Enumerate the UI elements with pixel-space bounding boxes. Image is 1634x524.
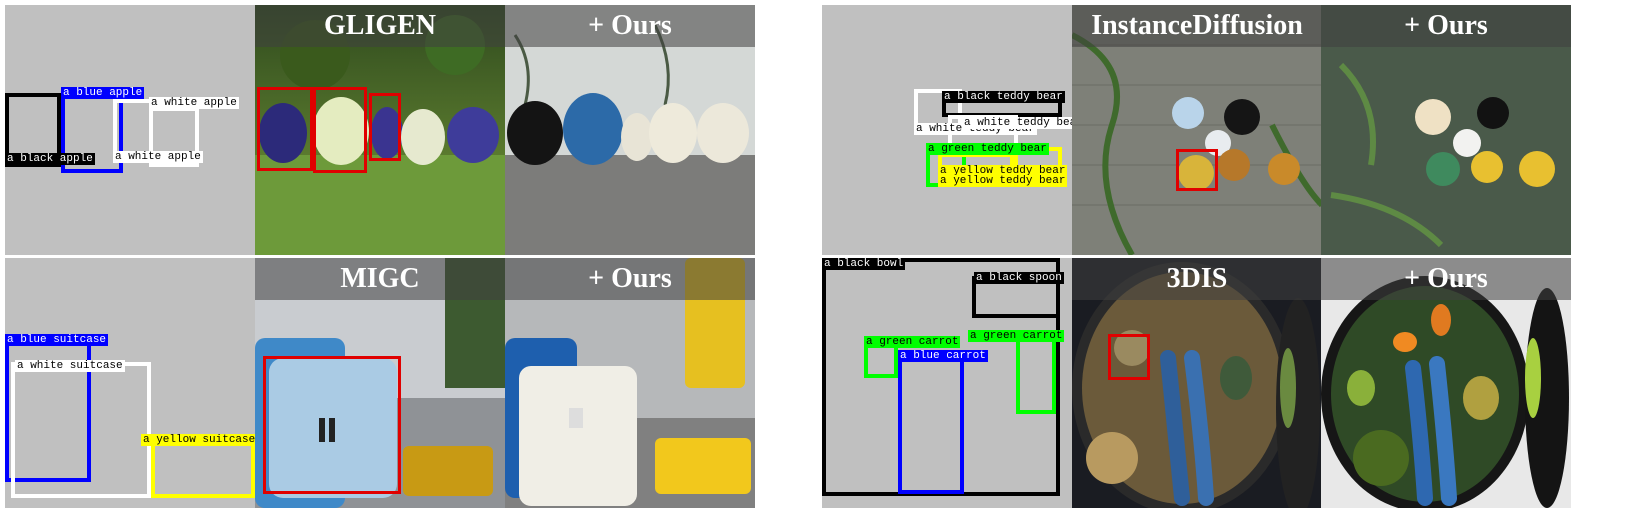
label-white-apple-1: a white apple [149,97,239,109]
error-highlight-box [263,356,401,494]
title-band [505,5,755,47]
method-title: MIGC [340,263,420,294]
method-title: GLIGEN [323,10,437,41]
label-blue-suitcase: a blue suitcase [5,334,109,346]
label-blue-carrot: a blue carrot [898,350,988,362]
label-black-teddy: a black teddy bear [942,91,1065,103]
error-highlight-box [257,87,313,171]
error-highlight-box [1108,334,1150,380]
label-white-apple-2: a white apple [113,151,203,163]
error-highlight-box [1176,149,1218,191]
label-yellow-suitcase: a yellow suitcase [141,434,255,446]
label-yellow-teddy-1: a yellow teddy bear [938,165,1068,177]
layout-teddy-bears: a black teddy bear a white teddy bear a … [822,5,1072,255]
method-title: + Ours [1404,263,1488,294]
method-title: + Ours [588,263,672,294]
method-title: InstanceDiffusion [1091,10,1303,41]
label-black-spoon: a black spoon [974,272,1064,284]
image-3dis-ours: + Ours [1321,258,1571,508]
bbox-black-bowl [822,258,1060,496]
bbox-white-apple-2 [149,107,199,167]
error-highlight-box [369,93,401,161]
label-white-teddy-2: a white teddy bear [962,117,1072,129]
label-green-carrot-1: a green carrot [864,336,961,348]
error-highlight-box [313,87,367,173]
title-band [1072,5,1322,47]
title-band [1072,258,1322,300]
layout-bowl: a black bowl a black spoon a green carro… [822,258,1072,508]
title-band [1321,5,1571,47]
title-band [505,258,755,300]
label-blue-apple: a blue apple [61,87,145,99]
image-instancediffusion: InstanceDiffusion [1072,5,1322,255]
image-migc: MIGC [255,258,505,508]
image-instancediffusion-ours: + Ours [1321,5,1571,255]
image-gligen: GLIGEN [255,5,505,255]
image-migc-ours: + Ours [505,258,755,508]
image-gligen-ours: + Ours [505,5,755,255]
layout-apples: a blue apple a white apple a black apple… [5,5,255,255]
bbox-green-carrot-2 [1016,334,1056,414]
method-title: + Ours [588,10,672,41]
layout-suitcases: a blue suitcase a white suitcase a yello… [5,258,255,508]
label-black-bowl: a black bowl [822,258,906,270]
bbox-white-suitcase [11,362,151,498]
bbox-yellow-suitcase [151,438,255,498]
title-band [255,258,505,300]
label-green-carrot-2: a green carrot [968,330,1065,342]
bbox-blue-carrot [898,354,964,494]
title-band [255,5,505,47]
title-band [1321,258,1571,300]
label-yellow-teddy-2: a yellow teddy bear [938,175,1068,187]
label-white-suitcase: a white suitcase [15,360,125,372]
bbox-black-apple [5,93,61,167]
label-black-apple: a black apple [5,153,95,165]
method-title: + Ours [1404,10,1488,41]
image-3dis: 3DIS [1072,258,1322,508]
method-title: 3DIS [1166,263,1228,294]
label-green-teddy: a green teddy bear [926,143,1049,155]
